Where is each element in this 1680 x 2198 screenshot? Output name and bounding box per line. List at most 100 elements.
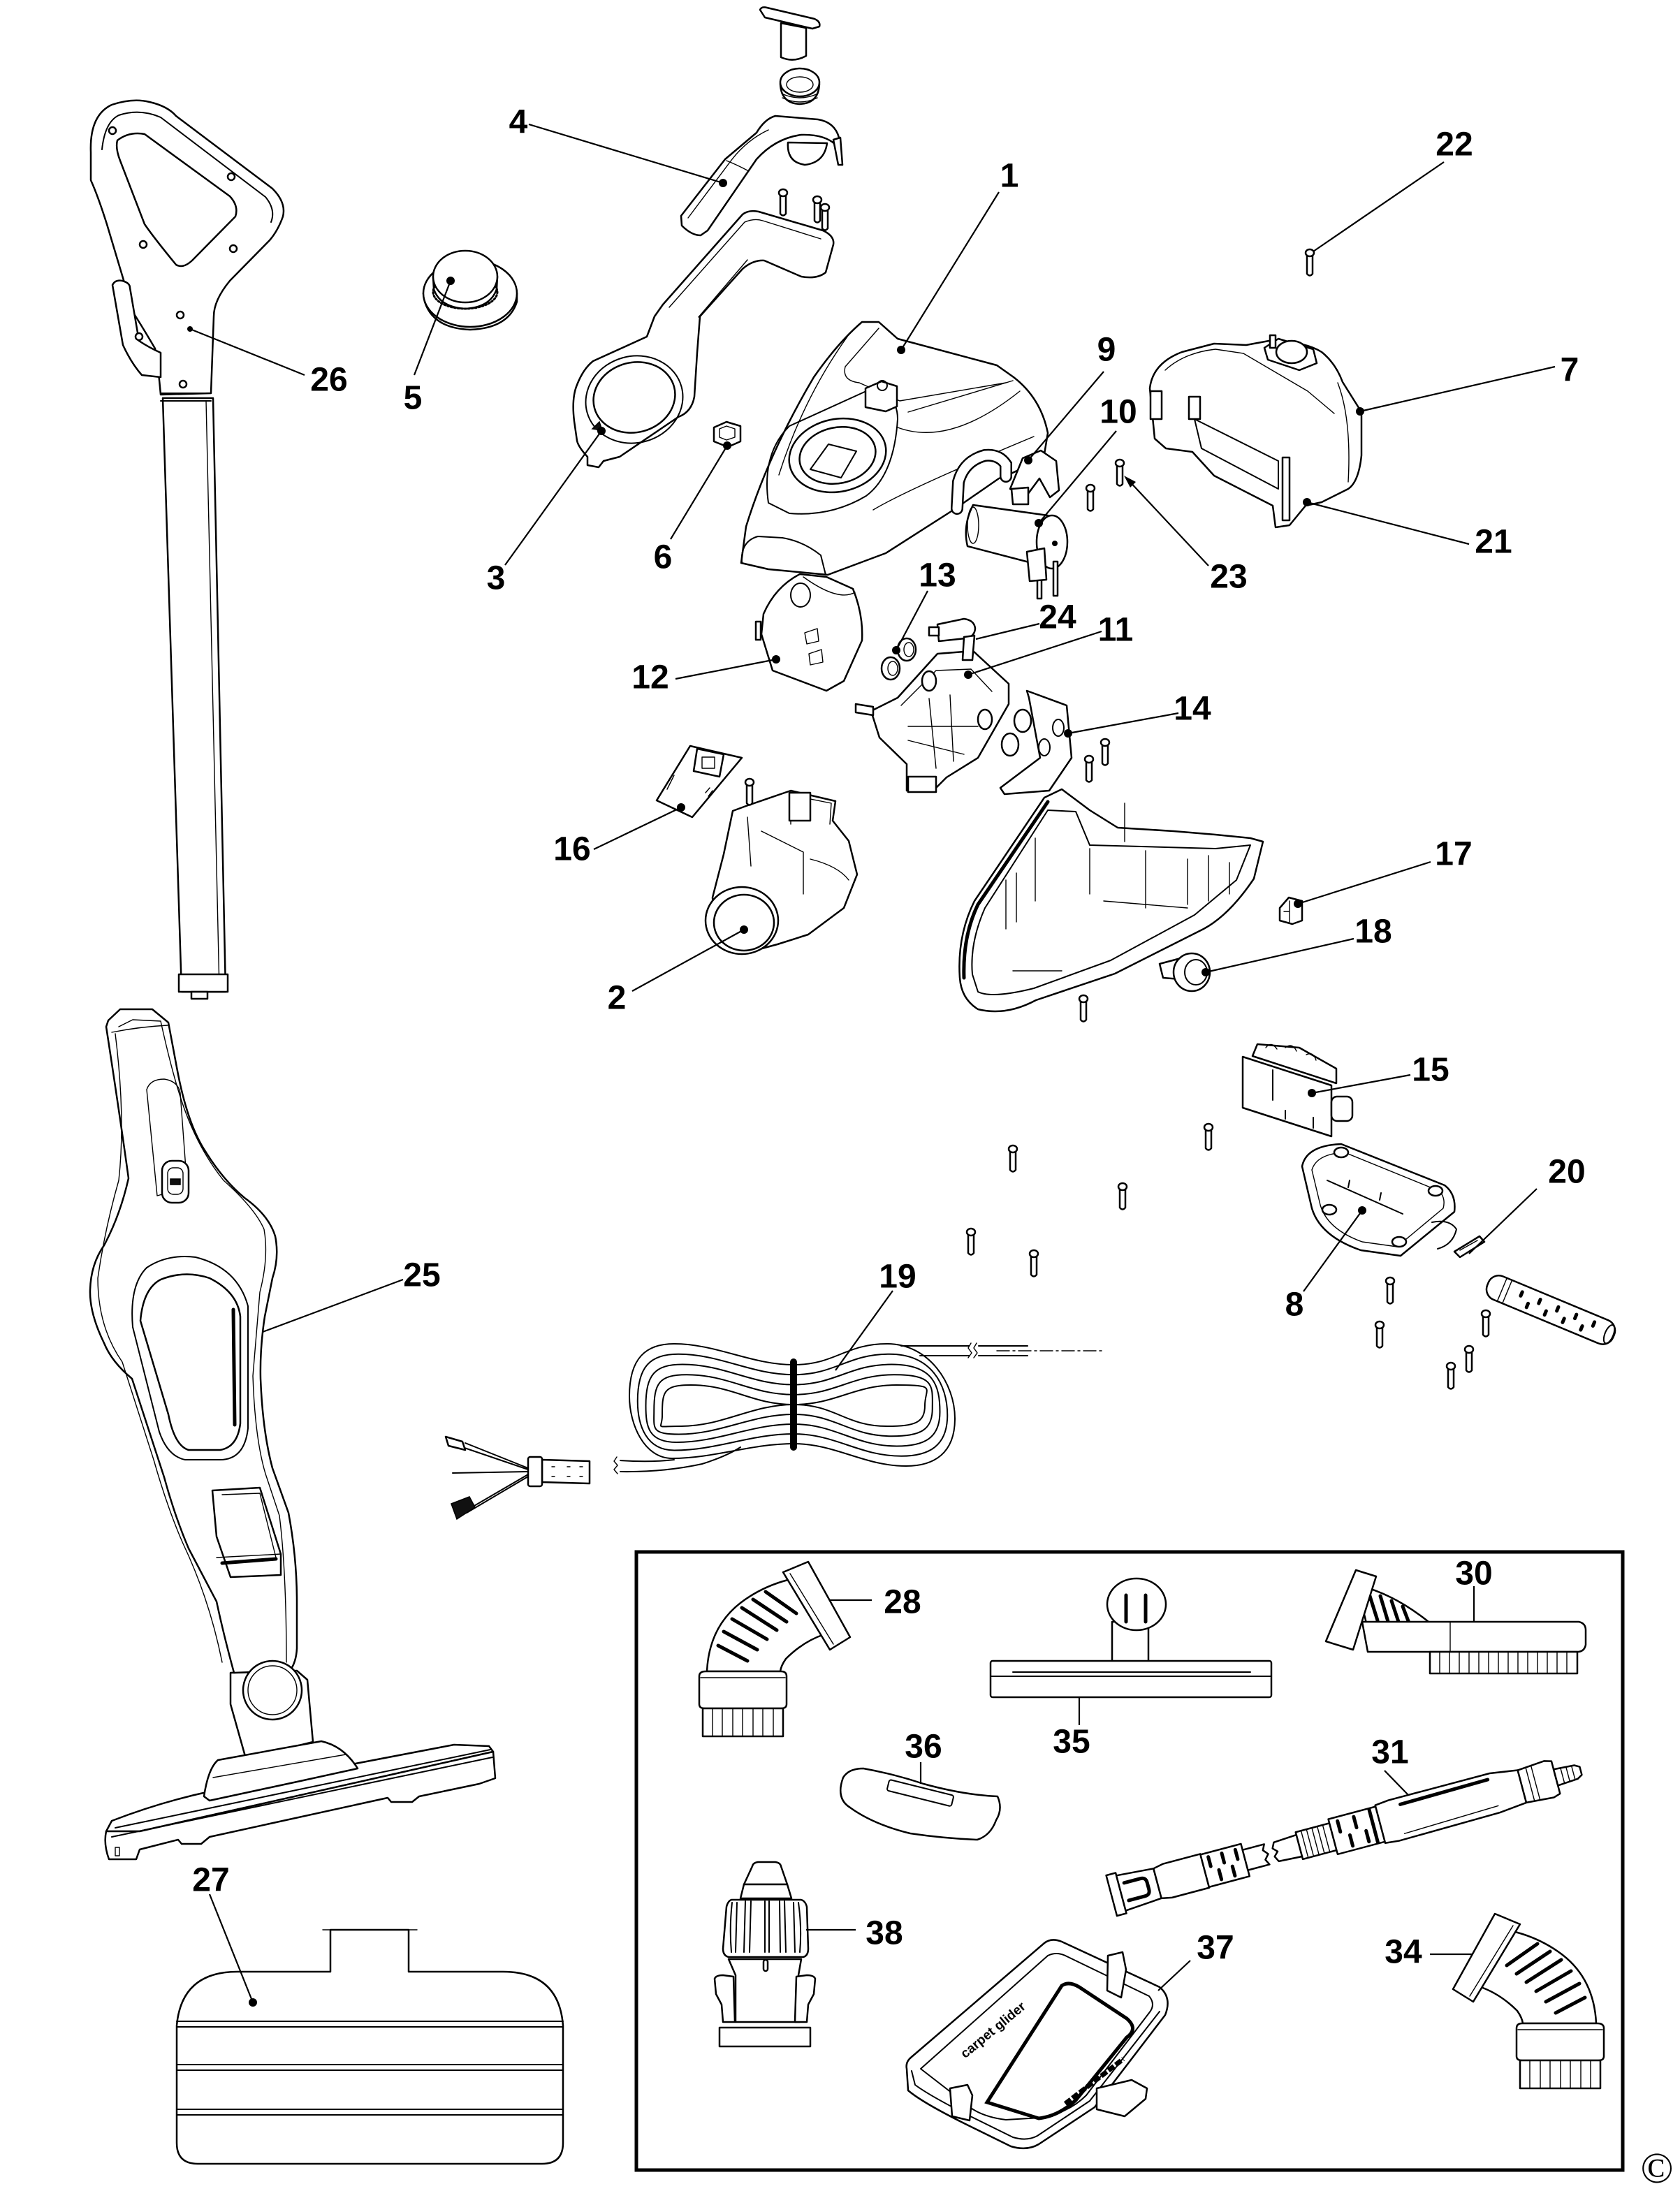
callout-34: 34	[1385, 1934, 1422, 1971]
part-2-front-housing	[704, 789, 859, 955]
callout-35: 35	[1053, 1724, 1090, 1761]
part-5-control-knob	[422, 249, 518, 331]
screw	[812, 195, 823, 224]
handle-screw-holes	[108, 126, 238, 389]
tank-post	[1149, 390, 1163, 420]
cord-loop	[653, 1374, 933, 1437]
tank-window	[1194, 418, 1279, 490]
nozzle-latch-left	[713, 1974, 736, 2023]
screw	[1463, 1345, 1475, 1373]
cord-grommet	[527, 1456, 543, 1488]
leader-dot-27	[249, 1998, 257, 2007]
motor-shaft	[1052, 541, 1058, 546]
cord-loop	[645, 1363, 941, 1447]
tray-post	[1321, 1203, 1338, 1216]
screw-hole	[228, 244, 238, 254]
callout-21: 21	[1475, 524, 1512, 561]
leader-line-10	[1038, 430, 1117, 524]
part-28-angled-brush	[699, 1562, 850, 1736]
frame-ring-rim	[585, 355, 684, 444]
part-11-valve-assembly	[854, 650, 1010, 793]
motor-pin	[1052, 560, 1059, 597]
grommet	[1013, 708, 1032, 733]
leader-line-26	[189, 328, 305, 376]
leader-line-16	[593, 807, 682, 850]
strain-relief-dots	[551, 1466, 583, 1477]
tray-rib	[1327, 1180, 1403, 1215]
leader-line-11	[967, 630, 1102, 676]
callout-16: 16	[553, 831, 590, 868]
part-15-power-pcb	[1241, 1043, 1354, 1138]
tray-post	[1427, 1185, 1444, 1197]
filter-ring	[1496, 1277, 1513, 1304]
leader-line-3	[504, 430, 602, 566]
callout-38: 38	[865, 1915, 903, 1952]
handle-opening	[115, 132, 238, 268]
part-4-handle-top-cover	[680, 115, 844, 237]
leader-dot-4	[719, 179, 727, 187]
cap-stem	[780, 22, 808, 61]
leader-line-17	[1297, 860, 1431, 905]
pcb-traces	[666, 775, 713, 797]
valve-details	[900, 668, 993, 769]
screw-hole	[108, 126, 117, 135]
leader-line-20	[1468, 1188, 1537, 1254]
nozzle-latch-right	[794, 1974, 817, 2023]
seal-ring	[779, 67, 821, 105]
leader-line-25	[262, 1278, 404, 1333]
callout-27: 27	[192, 1862, 229, 1899]
leader-lines	[187, 123, 1556, 2007]
lance-handle-slot	[1398, 1778, 1490, 1806]
cap-top	[759, 6, 821, 30]
screw	[1385, 1276, 1396, 1305]
leader-dot-12	[772, 655, 780, 664]
side-cover-details	[803, 576, 856, 666]
lance-lock-u	[1122, 1876, 1151, 1903]
hub-line	[212, 1754, 346, 1778]
body-inner-edge-left	[97, 1033, 223, 1663]
part-10-pump-motor	[951, 448, 1069, 600]
screw-hole	[175, 310, 185, 320]
screw	[1085, 483, 1096, 512]
leader-line-18	[1205, 937, 1354, 974]
squeegee-lines	[990, 1671, 1272, 1677]
post-hole	[877, 380, 888, 391]
nozzle-key	[762, 1958, 769, 1972]
callout-10: 10	[1100, 394, 1137, 431]
part-31-extension-lance	[1105, 1760, 1583, 1917]
part-8-bottom-tray	[1301, 1143, 1457, 1257]
grommet	[880, 656, 901, 681]
valve-foot	[907, 775, 937, 793]
part-16-control-pcb	[655, 745, 743, 819]
nozzle-tip	[743, 1861, 789, 1886]
leader-line-4	[528, 123, 724, 184]
spring-clip-body	[1453, 1235, 1486, 1259]
callout-25: 25	[403, 1257, 440, 1294]
part-34-angled-brush	[1453, 1914, 1604, 2088]
tray-post	[1333, 1146, 1350, 1159]
pivot-inner	[247, 1665, 298, 1715]
part-14-bracket	[999, 689, 1073, 796]
ring-inner	[786, 76, 814, 93]
filter-slots	[1519, 1290, 1597, 1332]
brush-mount-plate	[1324, 1569, 1378, 1651]
tank-vent	[1269, 334, 1277, 349]
callout-15: 15	[1412, 1052, 1449, 1089]
lance-coupling	[1241, 1843, 1271, 1871]
squeegee-connector	[1106, 1577, 1167, 1632]
hose-fill	[952, 450, 1011, 513]
button-grip-icon	[170, 1178, 181, 1185]
leader-dot-11	[964, 671, 972, 679]
latch-lines	[216, 1493, 282, 1558]
tank-body	[1148, 339, 1363, 529]
valve-body	[870, 650, 1010, 792]
cover-cup	[787, 141, 828, 166]
lance-grip-ribs	[1336, 1808, 1380, 1848]
leader-line-15	[1311, 1074, 1411, 1094]
tray-post	[1391, 1236, 1408, 1248]
callout-5: 5	[404, 380, 423, 417]
leader-line-22	[1313, 161, 1445, 252]
valve-port	[977, 708, 993, 731]
body-top-recess	[146, 1078, 188, 1196]
